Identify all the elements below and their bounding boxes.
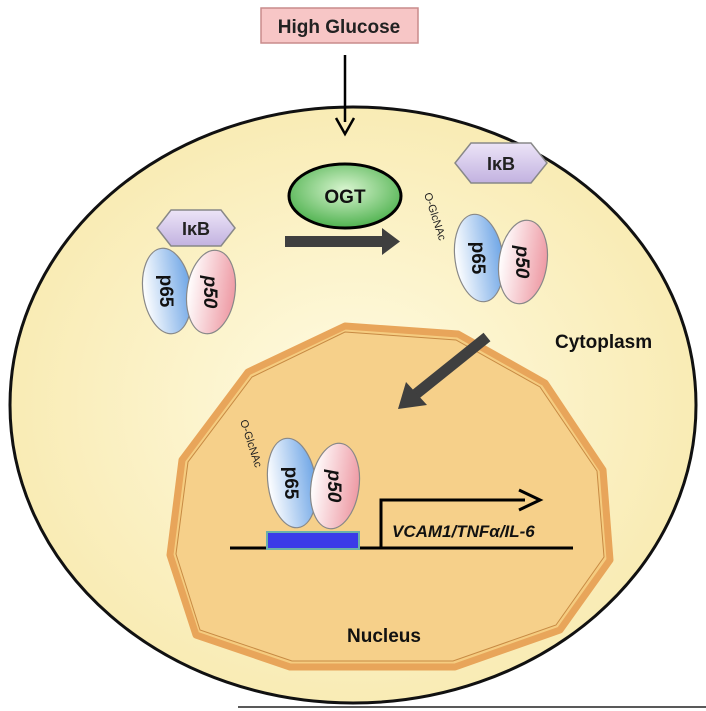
high-glucose-box — [260, 7, 419, 44]
p65-nucleus-label: p65 — [280, 467, 301, 500]
ikb-right-label: IκB — [487, 154, 515, 174]
p50-right-shape — [497, 219, 549, 305]
ikb-left-label: IκB — [182, 219, 210, 239]
p50-left-label: p50 — [199, 275, 220, 309]
p50-nucleus-label: p50 — [323, 469, 344, 503]
target-genes-label: VCAM1/TNFα/IL-6 — [392, 522, 535, 541]
translocation-arrow — [398, 332, 491, 409]
p50-right-label: p50 — [511, 245, 532, 279]
transcription-arrow — [379, 488, 544, 548]
cytoplasm-label: Cytoplasm — [555, 332, 652, 353]
p65-left-label: p65 — [155, 275, 176, 308]
p65-right-label: p65 — [467, 242, 488, 275]
promoter-element — [266, 531, 360, 550]
high-glucose-label: High Glucose — [278, 17, 400, 38]
ikb-left-shape — [156, 209, 236, 247]
ikb-right-shape — [454, 142, 548, 184]
p50-left-shape — [185, 249, 237, 335]
nucleus-label: Nucleus — [347, 626, 421, 647]
p50-nucleus-shape — [309, 442, 361, 530]
glcnacylation-arrow — [285, 228, 400, 255]
ogt-enzyme — [287, 162, 403, 230]
ogt-label: OGT — [324, 187, 366, 208]
